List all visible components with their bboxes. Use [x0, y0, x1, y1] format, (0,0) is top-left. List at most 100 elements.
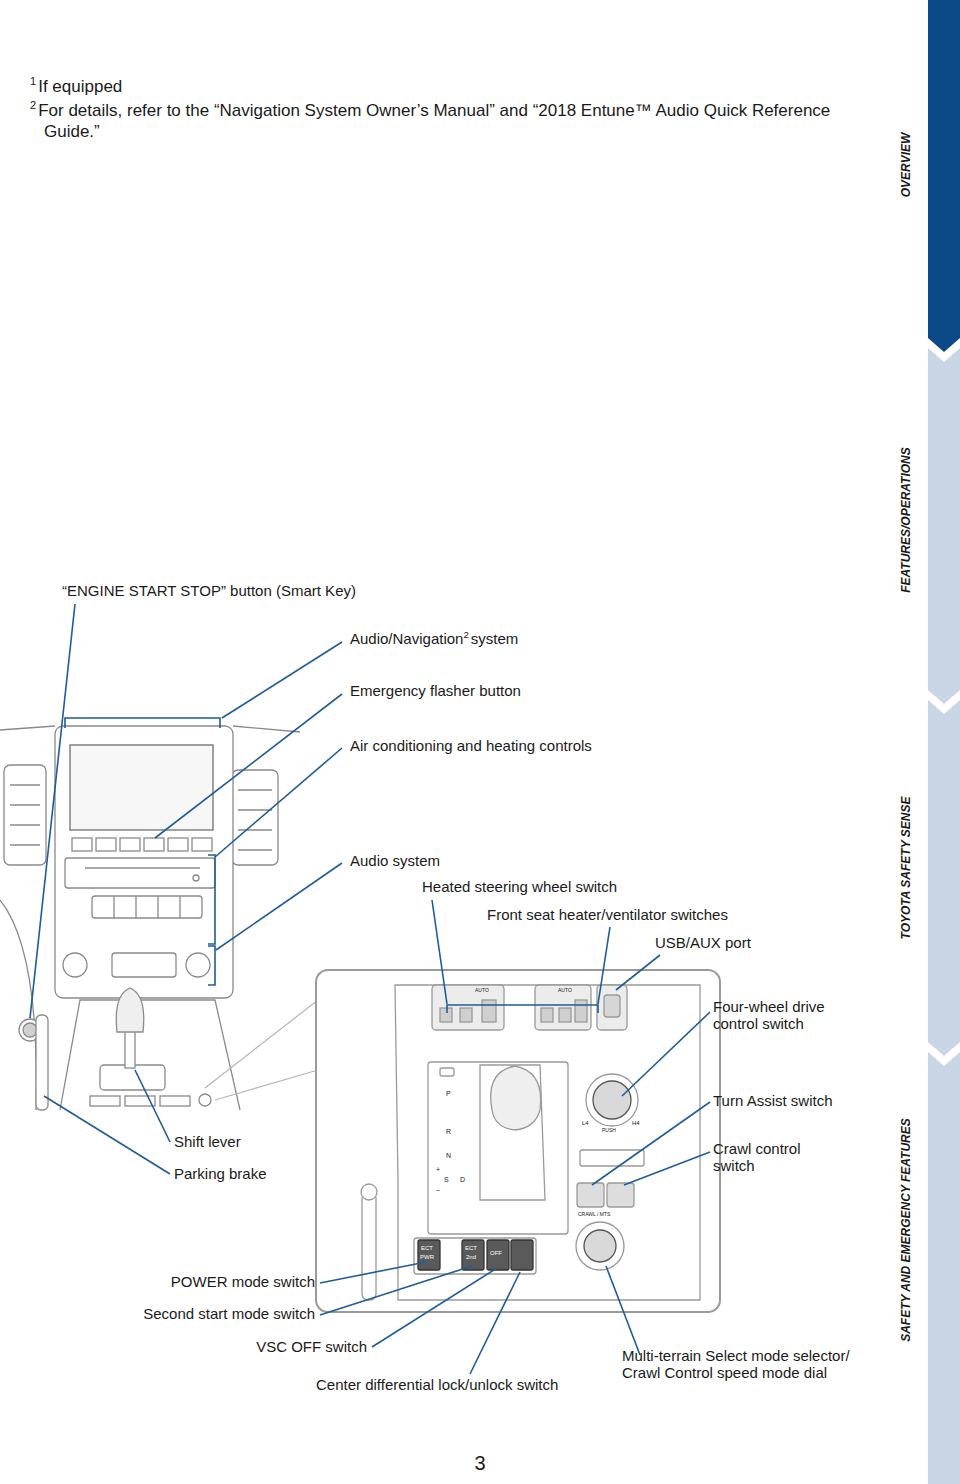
console-inset-part [511, 1240, 533, 1270]
leader-lines-part [592, 1102, 710, 1185]
console-inset-part [586, 1074, 638, 1126]
console-inset-part [604, 995, 620, 1017]
section-tabs-part [928, 700, 960, 1056]
leader-lines-part [44, 1096, 170, 1174]
console-inset-part [597, 985, 627, 1030]
leader-lines-part [598, 927, 610, 1004]
leader-lines-part [30, 604, 75, 1018]
leader-lines-part [208, 946, 215, 985]
dashboard-drawing-part [116, 988, 144, 1032]
dashboard-drawing-part [96, 838, 116, 851]
page-number: 3 [474, 1452, 485, 1475]
console-inset-part [577, 1183, 604, 1207]
section-tab-label: SAFETY AND EMERGENCY FEATURES [900, 1118, 914, 1342]
callout-label: Four-wheel drive control switch [713, 998, 853, 1033]
leader-lines-part [208, 855, 215, 944]
control-marking: AUTO [558, 988, 572, 994]
control-marking: L4 [582, 1120, 589, 1127]
dashboard-drawing-part [85, 867, 200, 868]
control-marking: OFF [490, 1250, 502, 1257]
control-marking: P [446, 1090, 451, 1098]
callout-label: Parking brake [174, 1165, 267, 1182]
dashboard-drawing-part [4, 765, 46, 865]
console-inset-part [480, 1065, 545, 1200]
section-tabs [928, 0, 960, 1484]
zoom-guides [205, 1000, 318, 1100]
console-inset-part [580, 1150, 644, 1166]
callout-label: Second start mode switch [143, 1305, 315, 1322]
text-line: 1If equipped [30, 76, 122, 97]
dashboard-drawing-part [60, 1000, 240, 1110]
console-inset-part [432, 985, 504, 1030]
leader-lines-part [215, 748, 342, 857]
dashboard-drawing-part [193, 875, 199, 881]
dashboard-drawing-part [36, 1015, 48, 1110]
control-marking: H4 [632, 1120, 640, 1127]
console-inset-part [584, 1230, 616, 1262]
control-marking: + [436, 1166, 440, 1174]
callout-label: If equipped [38, 77, 122, 96]
control-marking: S [444, 1176, 449, 1184]
control-marking: – [436, 1186, 440, 1194]
dashboard-drawing-part [144, 838, 164, 851]
dashboard-drawing [0, 726, 300, 1110]
callout-label: Emergency flasher button [350, 682, 521, 699]
callout-label: Audio/Navigation [350, 630, 463, 647]
console-inset-part [460, 1008, 472, 1022]
dashboard-drawing-part [63, 953, 87, 977]
console-inset-part [535, 985, 591, 1030]
console-inset-part [440, 1008, 452, 1022]
leader-lines-part [216, 863, 342, 950]
dashboard-drawing-part [232, 770, 278, 865]
dashboard-drawing-part [160, 1096, 190, 1106]
dashboard-drawing-part [65, 858, 215, 888]
leader-lines-part [622, 1012, 710, 1096]
section-tabs-part [928, 348, 960, 704]
section-tab-label: OVERVIEW [900, 133, 914, 198]
control-marking: N [446, 1152, 451, 1160]
console-inset-part [414, 1238, 536, 1274]
section-tabs-part [928, 0, 960, 352]
dashboard-drawing-part [92, 896, 202, 918]
console-inset-part [593, 1081, 631, 1119]
dashboard-drawing-part [70, 745, 213, 830]
leader-lines-part [470, 1272, 520, 1374]
leader-lines-part [624, 1152, 710, 1185]
callout-label: POWER mode switch [171, 1273, 315, 1290]
callout-label: VSC OFF switch [256, 1338, 367, 1355]
text-line: 2For details, refer to the “Navigation S… [30, 100, 844, 143]
console-inset-part [440, 1068, 454, 1076]
section-tab-label: FEATURES/OPERATIONS [900, 447, 914, 593]
control-marking: PWR [420, 1254, 434, 1261]
console-inset-part [418, 1240, 440, 1270]
console-inset-part [428, 1062, 568, 1234]
control-marking: PUSH [602, 1128, 616, 1134]
console-inset-part [559, 1008, 571, 1022]
callout-label: Turn Assist switch [713, 1092, 832, 1109]
console-inset-part [395, 985, 700, 1300]
dashboard-drawing-part [192, 838, 212, 851]
callout-label: “ENGINE START STOP” button (Smart Key) [62, 582, 356, 599]
console-inset-part [487, 1240, 509, 1270]
dashboard-drawing-part [23, 1023, 37, 1037]
leader-lines-part [447, 1005, 598, 1013]
dashboard-drawing-part [186, 953, 210, 977]
dashboard-drawing-part [120, 838, 140, 851]
leader-lines-part [372, 1268, 497, 1347]
footnote-number: 2 [463, 629, 468, 640]
dashboard-drawing-part [199, 1094, 211, 1106]
zoom-guides-part [215, 1070, 318, 1100]
section-tab-label: TOYOTA SAFETY SENSE [900, 797, 914, 940]
callout-label: Center differential lock/unlock switch [316, 1376, 558, 1393]
footnote-number: 1 [30, 75, 36, 87]
dashboard-drawing-part [238, 790, 272, 850]
console-inset-part [541, 1008, 553, 1022]
callout-label: USB/AUX port [655, 934, 751, 951]
control-marking: AUTO [475, 988, 489, 994]
leader-lines-part [320, 1266, 472, 1315]
callout-label: system [471, 630, 519, 647]
dashboard-drawing-part [125, 1028, 135, 1068]
console-inset-part [576, 1222, 624, 1270]
section-tabs-part [928, 1052, 960, 1484]
